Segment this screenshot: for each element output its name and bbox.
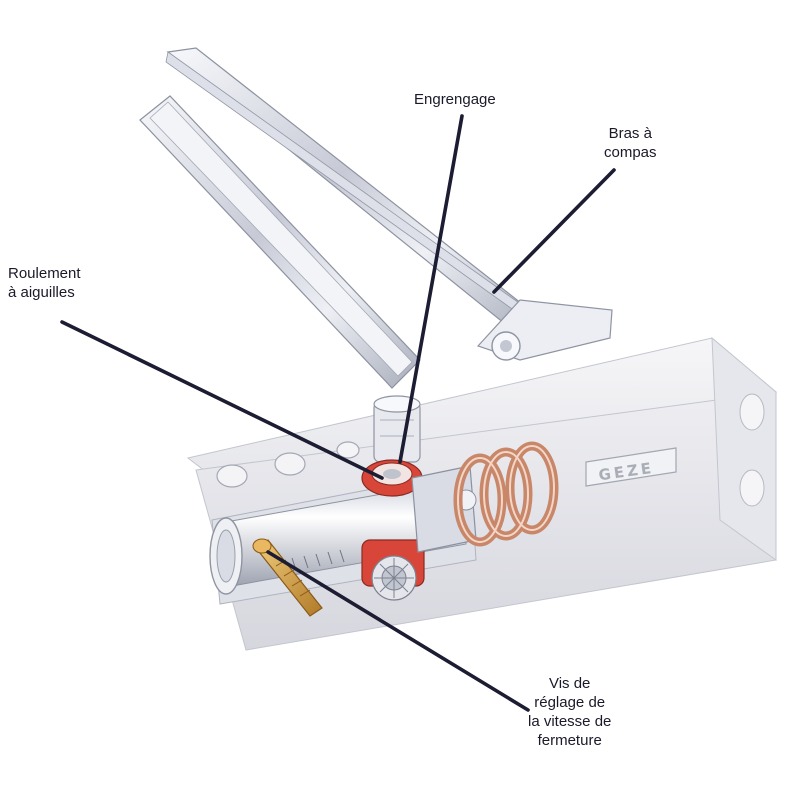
label-roulement-a-aiguilles: Roulement à aiguilles [8, 264, 81, 302]
label-roulement-line-2: à aiguilles [8, 284, 75, 301]
brand-plate: GEZE [585, 447, 677, 487]
leader-line-engrenage [398, 114, 464, 464]
label-bras-a-compas: Bras à compas [604, 124, 657, 162]
pinion-shaft [373, 395, 421, 463]
lower-arm-channel [149, 101, 413, 377]
label-vis-line-4: fermeture [537, 732, 602, 749]
compass-arm [139, 47, 613, 389]
label-vis-de-reglage: Vis de réglage de la vitesse de fermetur… [528, 674, 611, 750]
end-cap-screw-top [739, 393, 765, 431]
label-engrenage: Engrengage [414, 90, 496, 109]
label-roulement-line-1: Roulement [8, 265, 81, 282]
leader-line-bras-a-compas [492, 168, 616, 294]
label-bras-a-compas-line-2: compas [604, 144, 657, 161]
needle-bearing-lower [361, 539, 425, 601]
label-engrenage-line: Engrengage [414, 91, 496, 108]
mounting-hole [336, 441, 360, 459]
label-vis-line-2: réglage de [534, 694, 606, 711]
leader-line-roulement [60, 320, 384, 480]
label-vis-line-1: Vis de [548, 675, 591, 692]
leader-lines [60, 114, 616, 712]
mounting-hole [216, 464, 248, 488]
housing-end-cap [711, 336, 777, 561]
label-bras-a-compas-line-1: Bras à [608, 125, 652, 142]
cutaway-internals [209, 395, 559, 617]
label-vis-line-3: la vitesse de [528, 713, 612, 730]
adjustment-valve [252, 538, 323, 617]
leader-line-vis-de-reglage [266, 550, 530, 712]
end-cap-screw-bottom [739, 469, 765, 507]
mounting-hole [274, 452, 306, 476]
